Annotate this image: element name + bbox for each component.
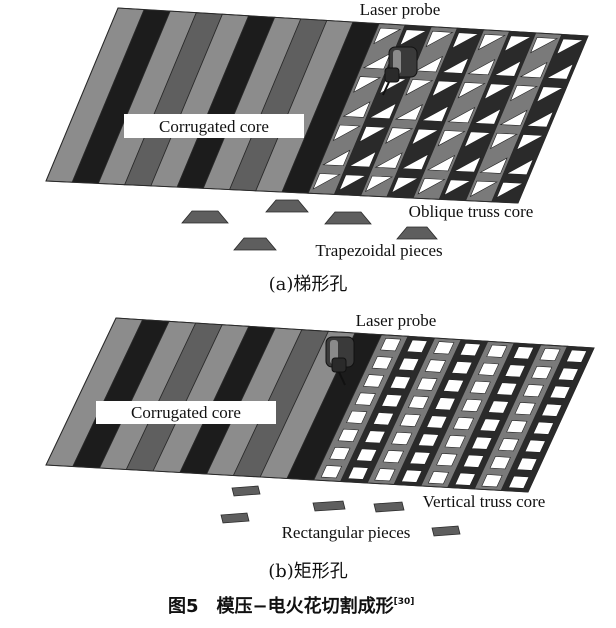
vertical-truss-core-label: Vertical truss core: [423, 492, 546, 511]
figure-caption: 图5 模压−电火花切割成形[30]: [168, 595, 414, 617]
rectangular-piece: [374, 502, 404, 512]
caption-a: (a)梯形孔: [269, 274, 348, 295]
caption-b: (b)矩形孔: [268, 561, 348, 582]
corrugated-core-label-a: Corrugated core: [124, 114, 304, 138]
trapezoidal-piece: [266, 200, 308, 212]
laser-probe-label-a: Laser probe: [360, 0, 441, 19]
oblique-truss-core-label: Oblique truss core: [409, 202, 534, 221]
label-text: Corrugated core: [131, 403, 241, 422]
trapezoidal-piece: [234, 238, 276, 250]
rectangular-piece: [221, 513, 249, 523]
figure-title: 图5 模压−电火花切割成形[30]: [168, 595, 414, 617]
rectangular-pieces-label: Rectangular pieces: [282, 523, 411, 542]
trapezoidal-piece: [397, 227, 437, 239]
trapezoidal-piece: [325, 212, 371, 224]
panel-a: Corrugated core Laser probe Oblique trus…: [46, 0, 588, 295]
figure-reference: [30]: [394, 597, 415, 607]
rectangular-piece: [313, 501, 345, 511]
corrugated-core-label-b: Corrugated core: [96, 401, 276, 424]
figure-title-text: 图5 模压−电火花切割成形: [168, 595, 394, 617]
label-text: Corrugated core: [159, 117, 269, 136]
rectangular-piece: [232, 486, 260, 496]
corrugated-sheet-a: [46, 8, 588, 203]
panel-b: Corrugated core Laser probe Vertical tru…: [46, 311, 594, 582]
laser-probe-label-b: Laser probe: [356, 311, 437, 330]
rectangular-piece: [432, 526, 460, 536]
trapezoidal-piece: [182, 211, 228, 223]
trapezoidal-pieces-label: Trapezoidal pieces: [315, 241, 442, 260]
